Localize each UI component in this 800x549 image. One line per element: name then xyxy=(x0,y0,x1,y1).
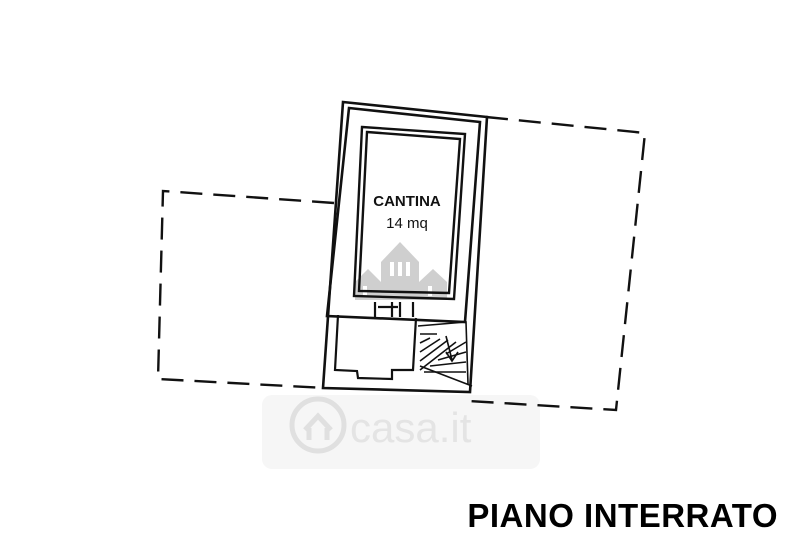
casa-watermark: casa.it xyxy=(262,395,540,469)
room-name: CANTINA xyxy=(373,193,441,210)
dashed-boundary xyxy=(156,115,647,412)
landing-walls xyxy=(333,302,418,381)
exterior-walls xyxy=(321,100,489,394)
floor-title: PIANO INTERRATO xyxy=(467,497,778,534)
house-icon xyxy=(289,396,347,454)
staircase-icon xyxy=(417,321,473,387)
room-area: 14 mq xyxy=(386,215,428,232)
watermark-text: casa.it xyxy=(350,404,472,451)
room-walls-cantina xyxy=(352,125,467,301)
